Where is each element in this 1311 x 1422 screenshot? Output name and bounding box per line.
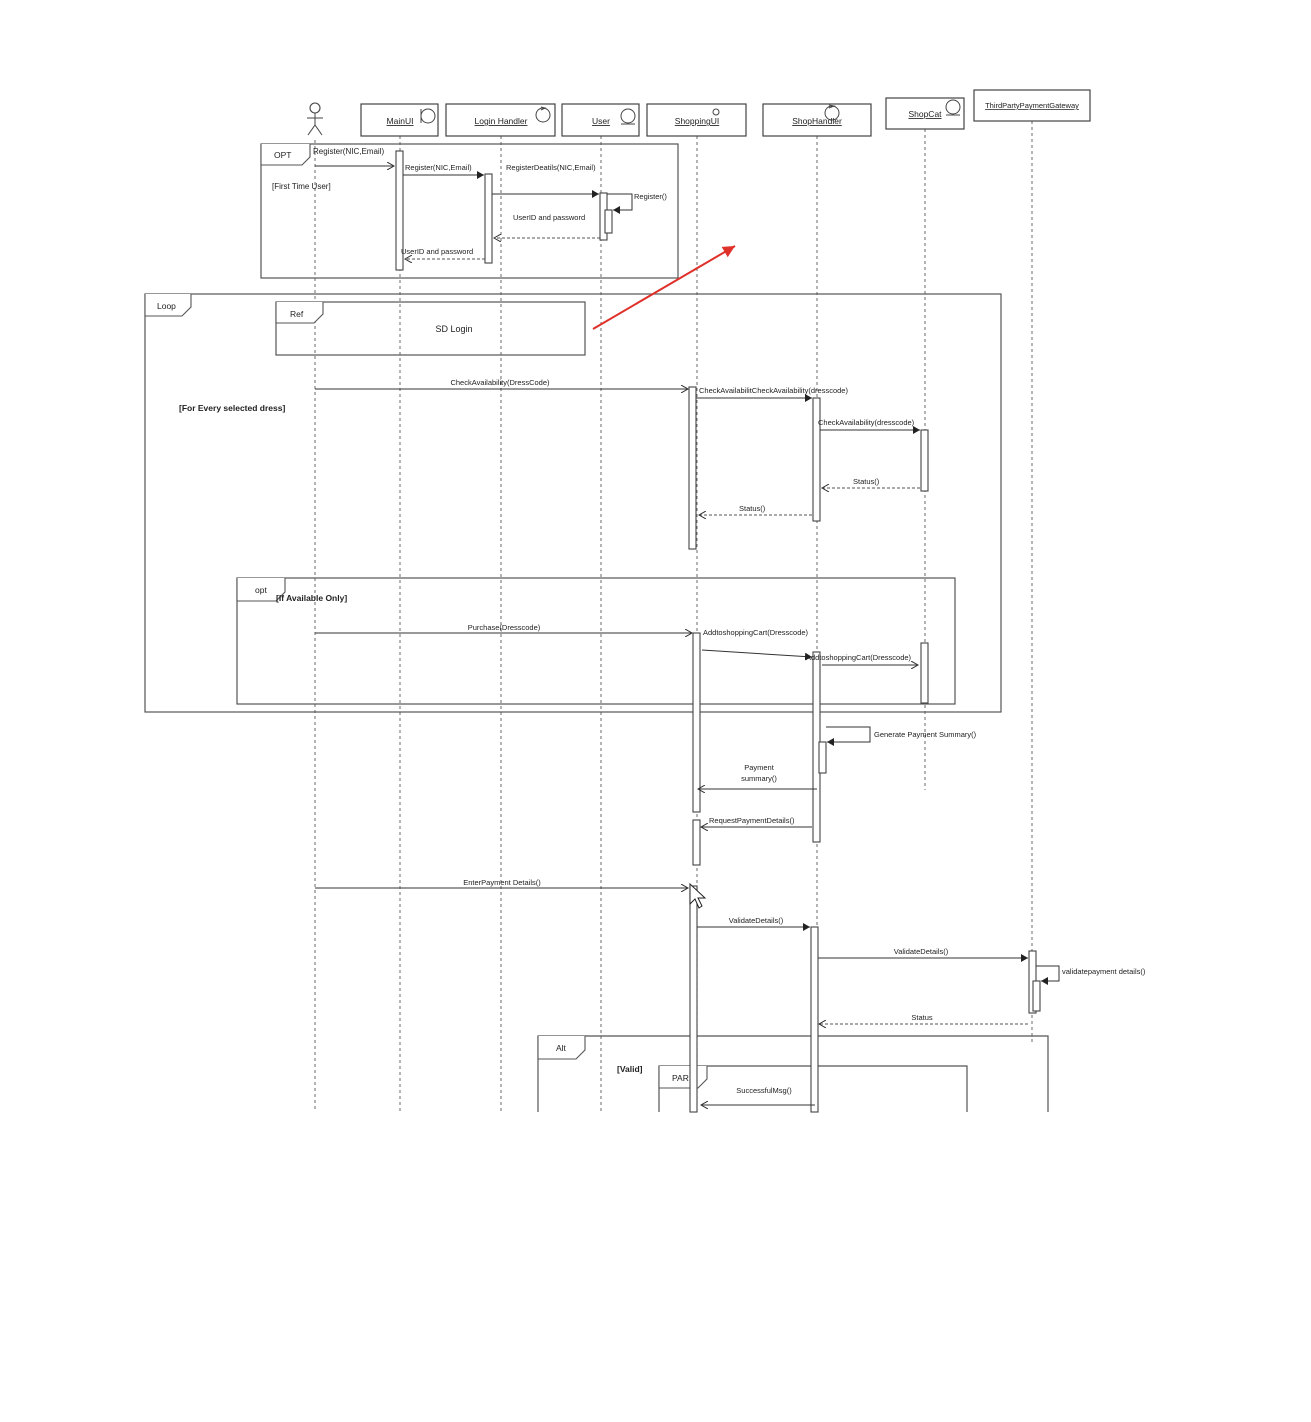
lifelines (314, 121, 1033, 1112)
msg-label: Purchase(Dresscode) (468, 623, 541, 632)
msg-label: Generate Payment Summary() (874, 730, 977, 739)
msg-label: ValidateDetails() (894, 947, 949, 956)
fragment-loop: Loop [For Every selected dress] (144, 293, 1002, 713)
activation-login-handler (484, 173, 493, 264)
fragment-alt: Alt [Valid] (537, 1035, 1049, 1112)
fragment-tag: PAR (672, 1073, 689, 1083)
msg-label: Status() (853, 477, 880, 486)
msg-label: Payment (744, 763, 775, 772)
activation-shophandler-3 (810, 926, 819, 1113)
activation-shoppingui-2 (692, 632, 701, 813)
fragment-tag: Loop (157, 301, 176, 311)
activation-gateway-nested (1032, 980, 1041, 1012)
msg-label: CheckAvailability(dresscode) (818, 418, 915, 427)
msg-label: CheckAvailability(DressCode) (450, 378, 550, 387)
participant-login-handler: Login Handler (445, 103, 556, 137)
fragment-guard: [Valid] (617, 1064, 643, 1074)
activation-shopcat-2 (920, 642, 929, 704)
participant-label: User (592, 116, 610, 126)
msg-label: Register(NIC,Email) (405, 163, 472, 172)
msg-label: Status (911, 1013, 933, 1022)
fragment-tag: opt (255, 585, 267, 595)
participant-shoppingui: ShoppingUI (646, 103, 747, 137)
mouse-cursor-icon (689, 882, 707, 909)
msg-label: validatepayment details() (1062, 967, 1146, 976)
participant-actor (307, 102, 323, 136)
fragment-guard: [If Available Only] (276, 593, 347, 603)
activation-mainui (395, 150, 404, 271)
participant-user: User (561, 103, 640, 137)
msg-generate-summary (826, 726, 871, 746)
msg-label: AddtoshoppingCart(Dresscode) (703, 628, 809, 637)
ref-text: SD Login (435, 324, 472, 334)
annotation-arrow (592, 245, 736, 330)
msg-label: Register() (634, 192, 667, 201)
msg-label: EnterPayment Details() (463, 878, 541, 887)
fragment-ref-login: Ref SD Login (275, 301, 586, 356)
msg-label: AddtoshoppingCart(Dresscode) (806, 653, 912, 662)
activation-user-nested (604, 209, 613, 234)
msg-label: RegisterDeatils(NIC,Email) (506, 163, 596, 172)
activations (395, 150, 1041, 1113)
fragment-tag: OPT (274, 150, 291, 160)
fragment-opt-first-time: OPT [First Time User] (260, 143, 679, 279)
messages: Register(NIC,Email) Register(NIC,Email) … (313, 147, 1146, 1105)
participant-label: ThirdPartyPaymentGateway (985, 101, 1079, 110)
participant-label: Login Handler (475, 116, 528, 126)
msg-label: CheckAvailabilitCheckAvailability(dressc… (699, 386, 848, 395)
activation-shopcat (920, 429, 929, 492)
activation-shophandler (812, 397, 821, 522)
participant-shophandler: ShopHandler (762, 103, 872, 137)
participant-label: ShoppingUI (675, 116, 719, 126)
activation-shophandler-nested (818, 741, 827, 774)
fragment-guard: [First Time User] (272, 182, 331, 191)
participant-mainui: MainUI (360, 103, 439, 137)
msg-label: Status() (739, 504, 766, 513)
msg-label: SuccessfulMsg() (736, 1086, 792, 1095)
msg-add-to-cart (701, 649, 813, 661)
msg-validate-self (1036, 965, 1060, 985)
participant-gateway: ThirdPartyPaymentGateway (973, 89, 1091, 122)
msg-label: UserID and password (401, 247, 473, 256)
activation-shoppingui (688, 386, 697, 550)
participant-label: ShopHandler (792, 116, 842, 126)
msg-label: ValidateDetails() (729, 916, 784, 925)
activation-shoppingui-4 (689, 885, 698, 1113)
msg-label: Register(NIC,Email) (313, 147, 384, 156)
msg-label: UserID and password (513, 213, 585, 222)
participant-shopcat: ShopCat (885, 97, 965, 130)
fragment-guard: [For Every selected dress] (179, 403, 285, 413)
msg-label: RequestPaymentDetails() (709, 816, 795, 825)
activation-shoppingui-3 (692, 819, 701, 866)
participant-label: MainUI (387, 116, 414, 126)
msg-register-self (607, 193, 633, 214)
msg-label: summary() (741, 774, 777, 783)
fragment-opt-available: opt [If Available Only] (236, 577, 956, 705)
fragment-tag: Ref (290, 309, 304, 319)
participant-label: ShopCat (908, 109, 942, 119)
fragment-tag: Alt (556, 1043, 567, 1053)
